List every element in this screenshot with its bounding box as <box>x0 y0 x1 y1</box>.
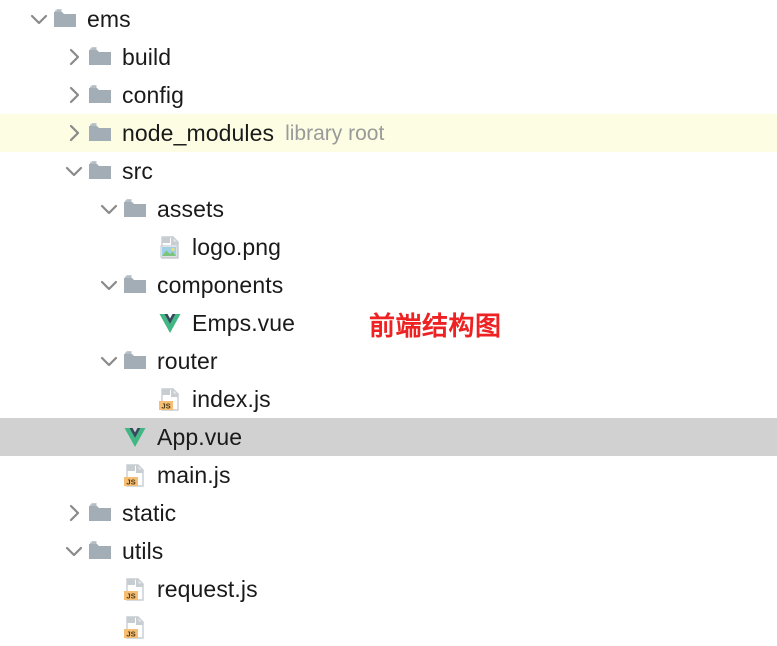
tree-row-label: assets <box>157 195 225 222</box>
folder-icon <box>87 500 113 526</box>
tree-row-label: utils <box>122 537 164 564</box>
folder-icon <box>87 120 113 146</box>
tree-row[interactable]: assets <box>0 190 777 228</box>
tree-row[interactable]: JS main.js <box>0 456 777 494</box>
js-file-icon: JS <box>122 462 148 488</box>
folder-icon <box>87 82 113 108</box>
folder-icon <box>87 158 113 184</box>
tree-row[interactable]: utils <box>0 532 777 570</box>
tree-row-label: router <box>157 347 218 374</box>
tree-row-label: request.js <box>157 575 258 602</box>
tree-row-label: App.vue <box>157 423 243 450</box>
chevron-down-icon[interactable] <box>96 348 122 374</box>
tree-row-label: src <box>122 157 153 184</box>
tree-row-tag: library root <box>285 121 385 145</box>
chevron-right-icon[interactable] <box>61 120 87 146</box>
svg-text:JS: JS <box>126 629 135 638</box>
folder-icon <box>87 44 113 70</box>
chevron-down-icon[interactable] <box>96 196 122 222</box>
svg-text:JS: JS <box>161 401 170 410</box>
folder-icon <box>122 272 148 298</box>
tree-row[interactable]: static <box>0 494 777 532</box>
tree-row[interactable]: config <box>0 76 777 114</box>
svg-text:JS: JS <box>126 591 135 600</box>
chevron-down-icon[interactable] <box>61 158 87 184</box>
js-file-icon: JS <box>122 614 148 640</box>
vue-file-icon <box>157 310 183 336</box>
js-file-icon: JS <box>157 386 183 412</box>
folder-icon <box>52 6 78 32</box>
svg-text:JS: JS <box>126 477 135 486</box>
vue-file-icon <box>122 424 148 450</box>
tree-row-label: node_modules <box>122 119 275 146</box>
chevron-down-icon[interactable] <box>96 272 122 298</box>
chevron-down-icon[interactable] <box>61 538 87 564</box>
tree-row[interactable]: node_modules library root <box>0 114 777 152</box>
chevron-right-icon[interactable] <box>61 500 87 526</box>
tree-row-label: main.js <box>157 461 231 488</box>
png-file-icon <box>157 234 183 260</box>
tree-row[interactable]: components <box>0 266 777 304</box>
tree-row-label: config <box>122 81 184 108</box>
tree-row[interactable]: router <box>0 342 777 380</box>
tree-row-label: build <box>122 43 172 70</box>
folder-icon <box>122 348 148 374</box>
tree-row[interactable]: Emps.vue <box>0 304 777 342</box>
tree-row[interactable]: logo.png <box>0 228 777 266</box>
tree-row[interactable]: src <box>0 152 777 190</box>
folder-icon <box>122 196 148 222</box>
tree-row[interactable]: App.vue <box>0 418 777 456</box>
annotation-label: 前端结构图 <box>369 312 502 342</box>
tree-row-label: ems <box>87 5 131 32</box>
tree-row-label: Emps.vue <box>192 309 296 336</box>
tree-row-label: index.js <box>192 385 271 412</box>
tree-row-label: static <box>122 499 177 526</box>
chevron-down-icon[interactable] <box>26 6 52 32</box>
chevron-right-icon[interactable] <box>61 82 87 108</box>
folder-icon <box>87 538 113 564</box>
js-file-icon: JS <box>122 576 148 602</box>
tree-row[interactable]: build <box>0 38 777 76</box>
chevron-right-icon[interactable] <box>61 44 87 70</box>
tree-row-label: components <box>157 271 284 298</box>
tree-row[interactable]: JS request.js <box>0 570 777 608</box>
tree-row-label: logo.png <box>192 233 282 260</box>
tree-row[interactable]: JS index.js <box>0 380 777 418</box>
tree-row[interactable]: JS <box>0 608 777 646</box>
tree-row[interactable]: ems <box>0 0 777 38</box>
